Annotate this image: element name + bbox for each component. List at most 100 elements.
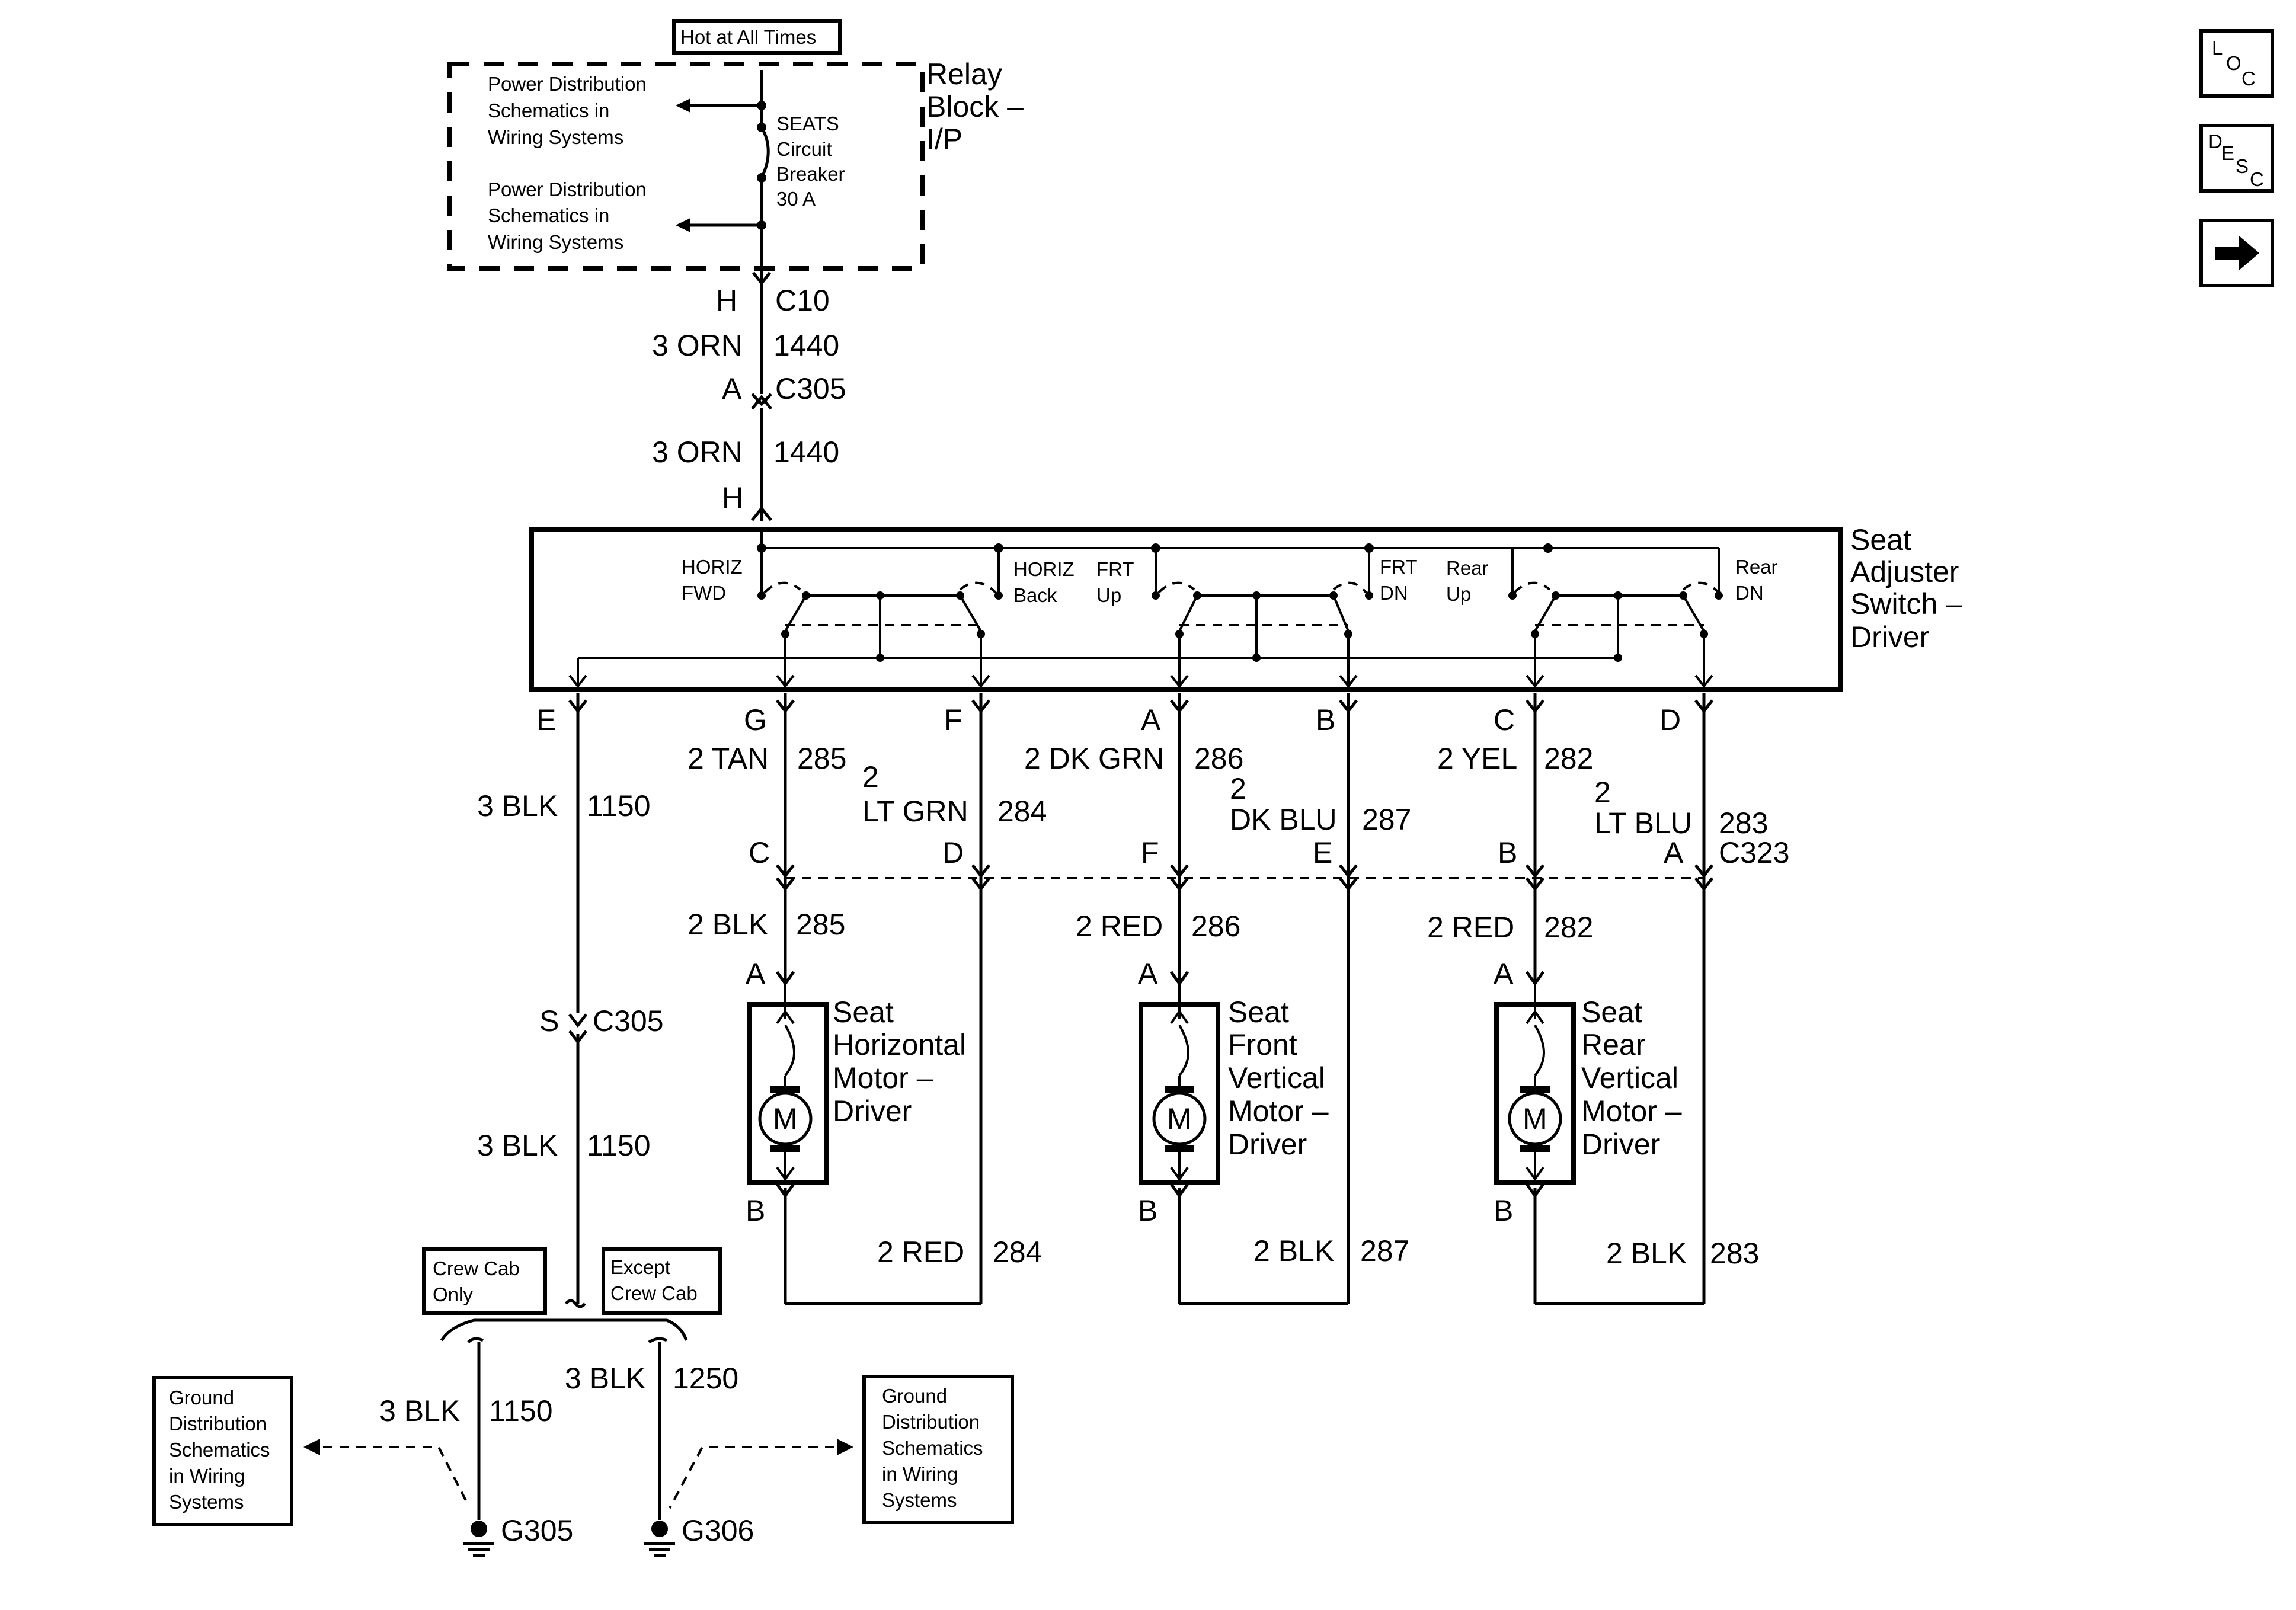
svg-text:C: C	[1494, 703, 1515, 737]
svg-text:282: 282	[1544, 742, 1593, 775]
svg-text:in Wiring: in Wiring	[169, 1465, 245, 1487]
svg-text:Wiring Systems: Wiring Systems	[488, 126, 623, 148]
svg-text:FWD: FWD	[682, 582, 726, 604]
motor-labels-rear-vertical: 2 RED 282 A B Seat Rear Vertical Motor –…	[1427, 911, 1759, 1270]
svg-text:285: 285	[796, 908, 845, 941]
svg-text:H: H	[722, 481, 743, 514]
ground-g306: 3 BLK 1250 G306	[565, 1362, 754, 1557]
feed-wire-1440	[751, 283, 772, 521]
loc-button[interactable]: L O C	[2199, 29, 2274, 98]
svg-text:DK BLU: DK BLU	[1230, 803, 1337, 836]
svg-text:HORIZ: HORIZ	[682, 556, 743, 578]
svg-text:Vertical: Vertical	[1581, 1061, 1678, 1094]
switch-ground-bus	[568, 591, 1622, 689]
svg-text:Seat: Seat	[1850, 523, 1911, 556]
svg-text:Up: Up	[1096, 584, 1121, 606]
svg-text:Driver: Driver	[833, 1094, 912, 1128]
svg-text:Only: Only	[433, 1283, 473, 1305]
svg-text:B: B	[746, 1194, 765, 1227]
svg-text:D: D	[1659, 703, 1681, 737]
svg-text:286: 286	[1191, 910, 1240, 943]
desc-button[interactable]: D E S C	[2199, 124, 2274, 193]
switch-wire-labels: 2 TAN 285 2 LT GRN 284 2 DK GRN 286 2 DK…	[687, 742, 1768, 840]
svg-text:284: 284	[993, 1235, 1042, 1269]
switch-section-rear-vertical	[1513, 581, 1720, 689]
svg-text:Systems: Systems	[882, 1489, 957, 1511]
next-page-button[interactable]	[2199, 219, 2274, 287]
svg-text:Front: Front	[1228, 1028, 1297, 1061]
svg-text:2 TAN: 2 TAN	[687, 742, 769, 775]
svg-text:LT GRN: LT GRN	[862, 795, 968, 828]
svg-text:DN: DN	[1380, 582, 1408, 604]
svg-text:2 BLK: 2 BLK	[1606, 1237, 1687, 1270]
svg-text:Rear: Rear	[1446, 557, 1489, 579]
svg-text:A: A	[722, 372, 742, 405]
svg-text:S: S	[2236, 155, 2249, 177]
svg-text:C305: C305	[593, 1004, 664, 1038]
svg-text:285: 285	[797, 742, 846, 775]
svg-text:D: D	[2208, 130, 2223, 152]
svg-text:C323: C323	[1719, 836, 1790, 869]
feed-labels: H C10 3 ORN 1440 A C305 3 ORN 1440 H	[652, 284, 846, 514]
switch-pin-labels: E G F A B C D	[536, 703, 1681, 737]
svg-text:Rear: Rear	[1735, 556, 1778, 578]
switch-output-wires	[568, 693, 1713, 1304]
svg-text:in Wiring: in Wiring	[882, 1463, 958, 1485]
svg-text:DN: DN	[1735, 582, 1764, 604]
svg-text:1440: 1440	[773, 436, 839, 469]
svg-text:Motor –: Motor –	[833, 1061, 933, 1094]
switch-section-front-vertical	[1157, 581, 1367, 689]
svg-text:F: F	[1141, 836, 1159, 869]
svg-text:D: D	[942, 836, 964, 869]
svg-text:286: 286	[1194, 742, 1243, 775]
ground-feed-labels: 3 BLK 1150 S C305 3 BLK 1150	[477, 789, 664, 1162]
svg-text:1150: 1150	[587, 789, 651, 822]
svg-text:1250: 1250	[673, 1362, 738, 1395]
svg-text:2 RED: 2 RED	[1427, 911, 1514, 944]
svg-text:Back: Back	[1013, 584, 1057, 606]
ground-distribution-ref-left: Ground Distribution Schematics in Wiring…	[152, 1376, 469, 1526]
svg-text:2: 2	[862, 760, 879, 793]
svg-text:LT BLU: LT BLU	[1594, 806, 1692, 840]
motor-symbol: M	[1523, 1102, 1547, 1135]
svg-text:A: A	[1494, 957, 1514, 990]
svg-text:FRT: FRT	[1096, 558, 1134, 580]
svg-text:3 BLK: 3 BLK	[379, 1394, 460, 1427]
svg-text:Vertical: Vertical	[1228, 1061, 1325, 1094]
svg-text:G: G	[744, 703, 767, 737]
svg-text:F: F	[944, 703, 962, 737]
switch-label: Seat Adjuster Switch – Driver	[1850, 523, 1962, 654]
svg-text:282: 282	[1544, 911, 1593, 944]
svg-text:2 DK GRN: 2 DK GRN	[1024, 742, 1164, 775]
svg-text:283: 283	[1710, 1237, 1759, 1270]
svg-text:H: H	[716, 284, 737, 317]
hot-at-all-times-label: Hot at All Times	[672, 19, 842, 55]
svg-text:SEATS: SEATS	[776, 113, 839, 135]
svg-text:Schematics in: Schematics in	[488, 204, 609, 226]
power-distribution-ref-upper: Power Distribution Schematics in Wiring …	[488, 73, 647, 148]
svg-text:C: C	[2250, 168, 2264, 190]
svg-text:L: L	[2212, 37, 2223, 59]
svg-text:A: A	[746, 957, 766, 990]
relay-block-label: Relay Block – I/P	[926, 57, 1024, 156]
svg-text:Adjuster: Adjuster	[1850, 555, 1959, 588]
power-distribution-ref-lower: Power Distribution Schematics in Wiring …	[488, 178, 647, 253]
svg-text:2 YEL: 2 YEL	[1437, 742, 1517, 775]
svg-text:I/P: I/P	[926, 123, 962, 156]
svg-text:287: 287	[1360, 1234, 1409, 1267]
svg-text:Driver: Driver	[1850, 620, 1929, 654]
switch-power-bus	[757, 529, 1723, 600]
svg-text:3 ORN: 3 ORN	[652, 436, 743, 469]
svg-text:Relay: Relay	[926, 57, 1002, 91]
svg-text:3 BLK: 3 BLK	[477, 789, 558, 822]
svg-text:G306: G306	[682, 1514, 754, 1547]
svg-text:Circuit: Circuit	[776, 138, 832, 160]
svg-text:C: C	[2241, 68, 2256, 89]
svg-text:Schematics: Schematics	[169, 1439, 270, 1461]
svg-text:1150: 1150	[489, 1394, 553, 1427]
svg-text:B: B	[1498, 836, 1517, 869]
svg-text:Seat: Seat	[1581, 996, 1642, 1029]
svg-text:2 BLK: 2 BLK	[687, 908, 768, 941]
motor-labels-horizontal: 2 BLK 285 A B Seat Horizontal Motor – Dr…	[687, 908, 1042, 1269]
